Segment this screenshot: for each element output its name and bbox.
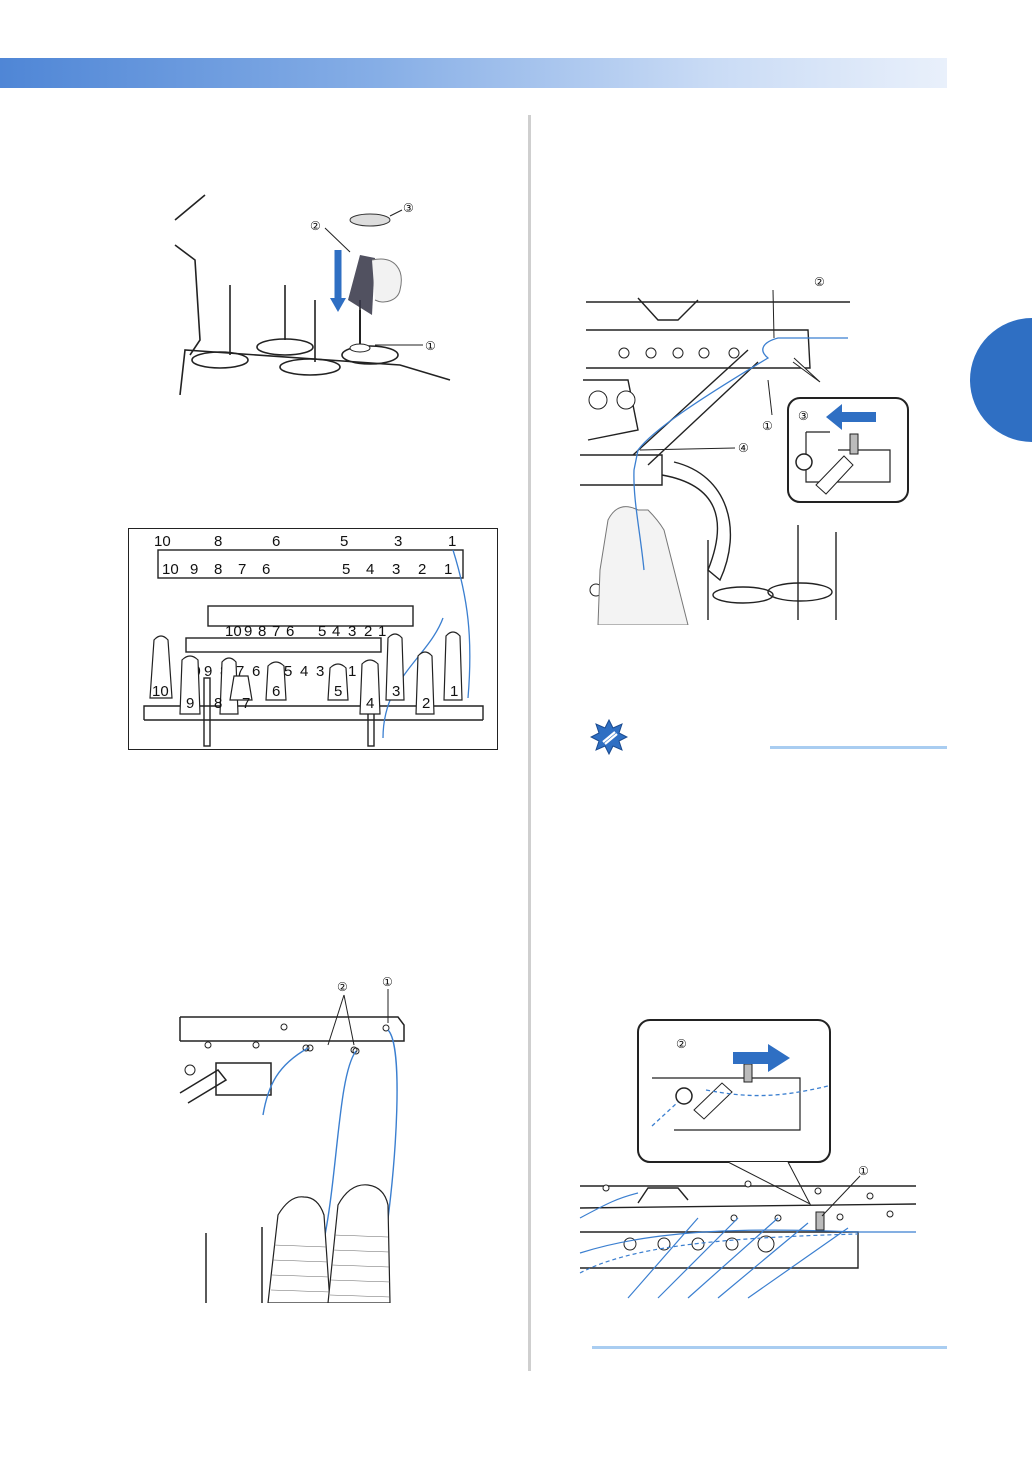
note-rule (770, 746, 947, 749)
column-divider (528, 115, 531, 1371)
figure-thread-under-guide: ① ② (578, 1018, 918, 1303)
middle-guide-number: 8 (258, 623, 266, 640)
middle-guide-number: 4 (332, 623, 340, 640)
middle-guide-number: 1 (378, 623, 386, 640)
lower-guide-number: 3 (316, 663, 324, 680)
callout-1: ① (425, 339, 436, 353)
lower-guide-number: 9 (204, 663, 212, 680)
middle-guide-numbers: 10 9 8 7 6 5 4 3 2 1 (225, 623, 386, 640)
second-bar-number: 2 (418, 561, 426, 578)
middle-guide-number: 10 (225, 623, 242, 640)
figure-thread-numbering: 10 8 6 5 3 1 10 9 8 7 6 5 4 3 2 1 10 9 8… (128, 528, 498, 750)
callout-2: ② (676, 1037, 687, 1051)
top-bar-number: 8 (214, 533, 222, 550)
spool-number: 1 (450, 683, 458, 700)
spool-number: 3 (392, 683, 400, 700)
spools (149, 631, 463, 715)
figure-thread-guide: ② ① (178, 975, 413, 1303)
middle-guide-number: 5 (318, 623, 326, 640)
top-bar-number: 1 (448, 533, 456, 550)
lower-guide-number: 7 (236, 663, 244, 680)
second-bar-number: 4 (366, 561, 374, 578)
second-bar-number: 3 (392, 561, 400, 578)
spool-number: 10 (152, 683, 169, 700)
callout-3: ③ (403, 201, 414, 215)
middle-guide-number: 9 (244, 623, 252, 640)
top-bar-number: 6 (272, 533, 280, 550)
callout-1: ① (858, 1164, 869, 1178)
figure-thread-path-inset: ② ① ③ ④ (578, 270, 913, 625)
middle-guide-number: 2 (364, 623, 372, 640)
second-bar-number: 6 (262, 561, 270, 578)
chapter-tab[interactable] (970, 318, 1032, 442)
spool-number: 4 (366, 695, 374, 712)
spool-number: 2 (422, 695, 430, 712)
spool-number: 6 (272, 683, 280, 700)
spool-number: 8 (214, 695, 222, 712)
callout-1: ① (382, 975, 393, 989)
chapter-header-band (0, 58, 947, 88)
middle-guide-number: 6 (286, 623, 294, 640)
top-bar-number: 10 (154, 533, 171, 550)
note-icon (589, 718, 629, 756)
callout-3: ③ (798, 409, 809, 423)
callout-2: ② (814, 275, 825, 289)
bottom-rule (592, 1346, 947, 1349)
second-bar-numbers: 10 9 8 7 6 5 4 3 2 1 (162, 561, 452, 578)
spool-number: 5 (334, 683, 342, 700)
callout-2: ② (337, 980, 348, 994)
second-bar-number: 9 (190, 561, 198, 578)
callout-4: ④ (738, 441, 749, 455)
spool-number: 9 (186, 695, 194, 712)
second-bar-number: 7 (238, 561, 246, 578)
second-bar-number: 1 (444, 561, 452, 578)
lower-guide-number: 5 (284, 663, 292, 680)
top-bar-number: 3 (394, 533, 402, 550)
second-bar-number: 10 (162, 561, 179, 578)
lower-guide-number: 1 (348, 663, 356, 680)
second-bar-number: 8 (214, 561, 222, 578)
spool-number: 7 (242, 695, 250, 712)
top-bar-number: 5 (340, 533, 348, 550)
figure-spool-pin: ① ② ③ (170, 190, 455, 395)
lower-guide-number: 6 (252, 663, 260, 680)
callout-2: ② (310, 219, 321, 233)
middle-guide-number: 7 (272, 623, 280, 640)
second-bar-number: 5 (342, 561, 350, 578)
middle-guide-number: 3 (348, 623, 356, 640)
callout-1: ① (762, 419, 773, 433)
lower-guide-number: 4 (300, 663, 308, 680)
